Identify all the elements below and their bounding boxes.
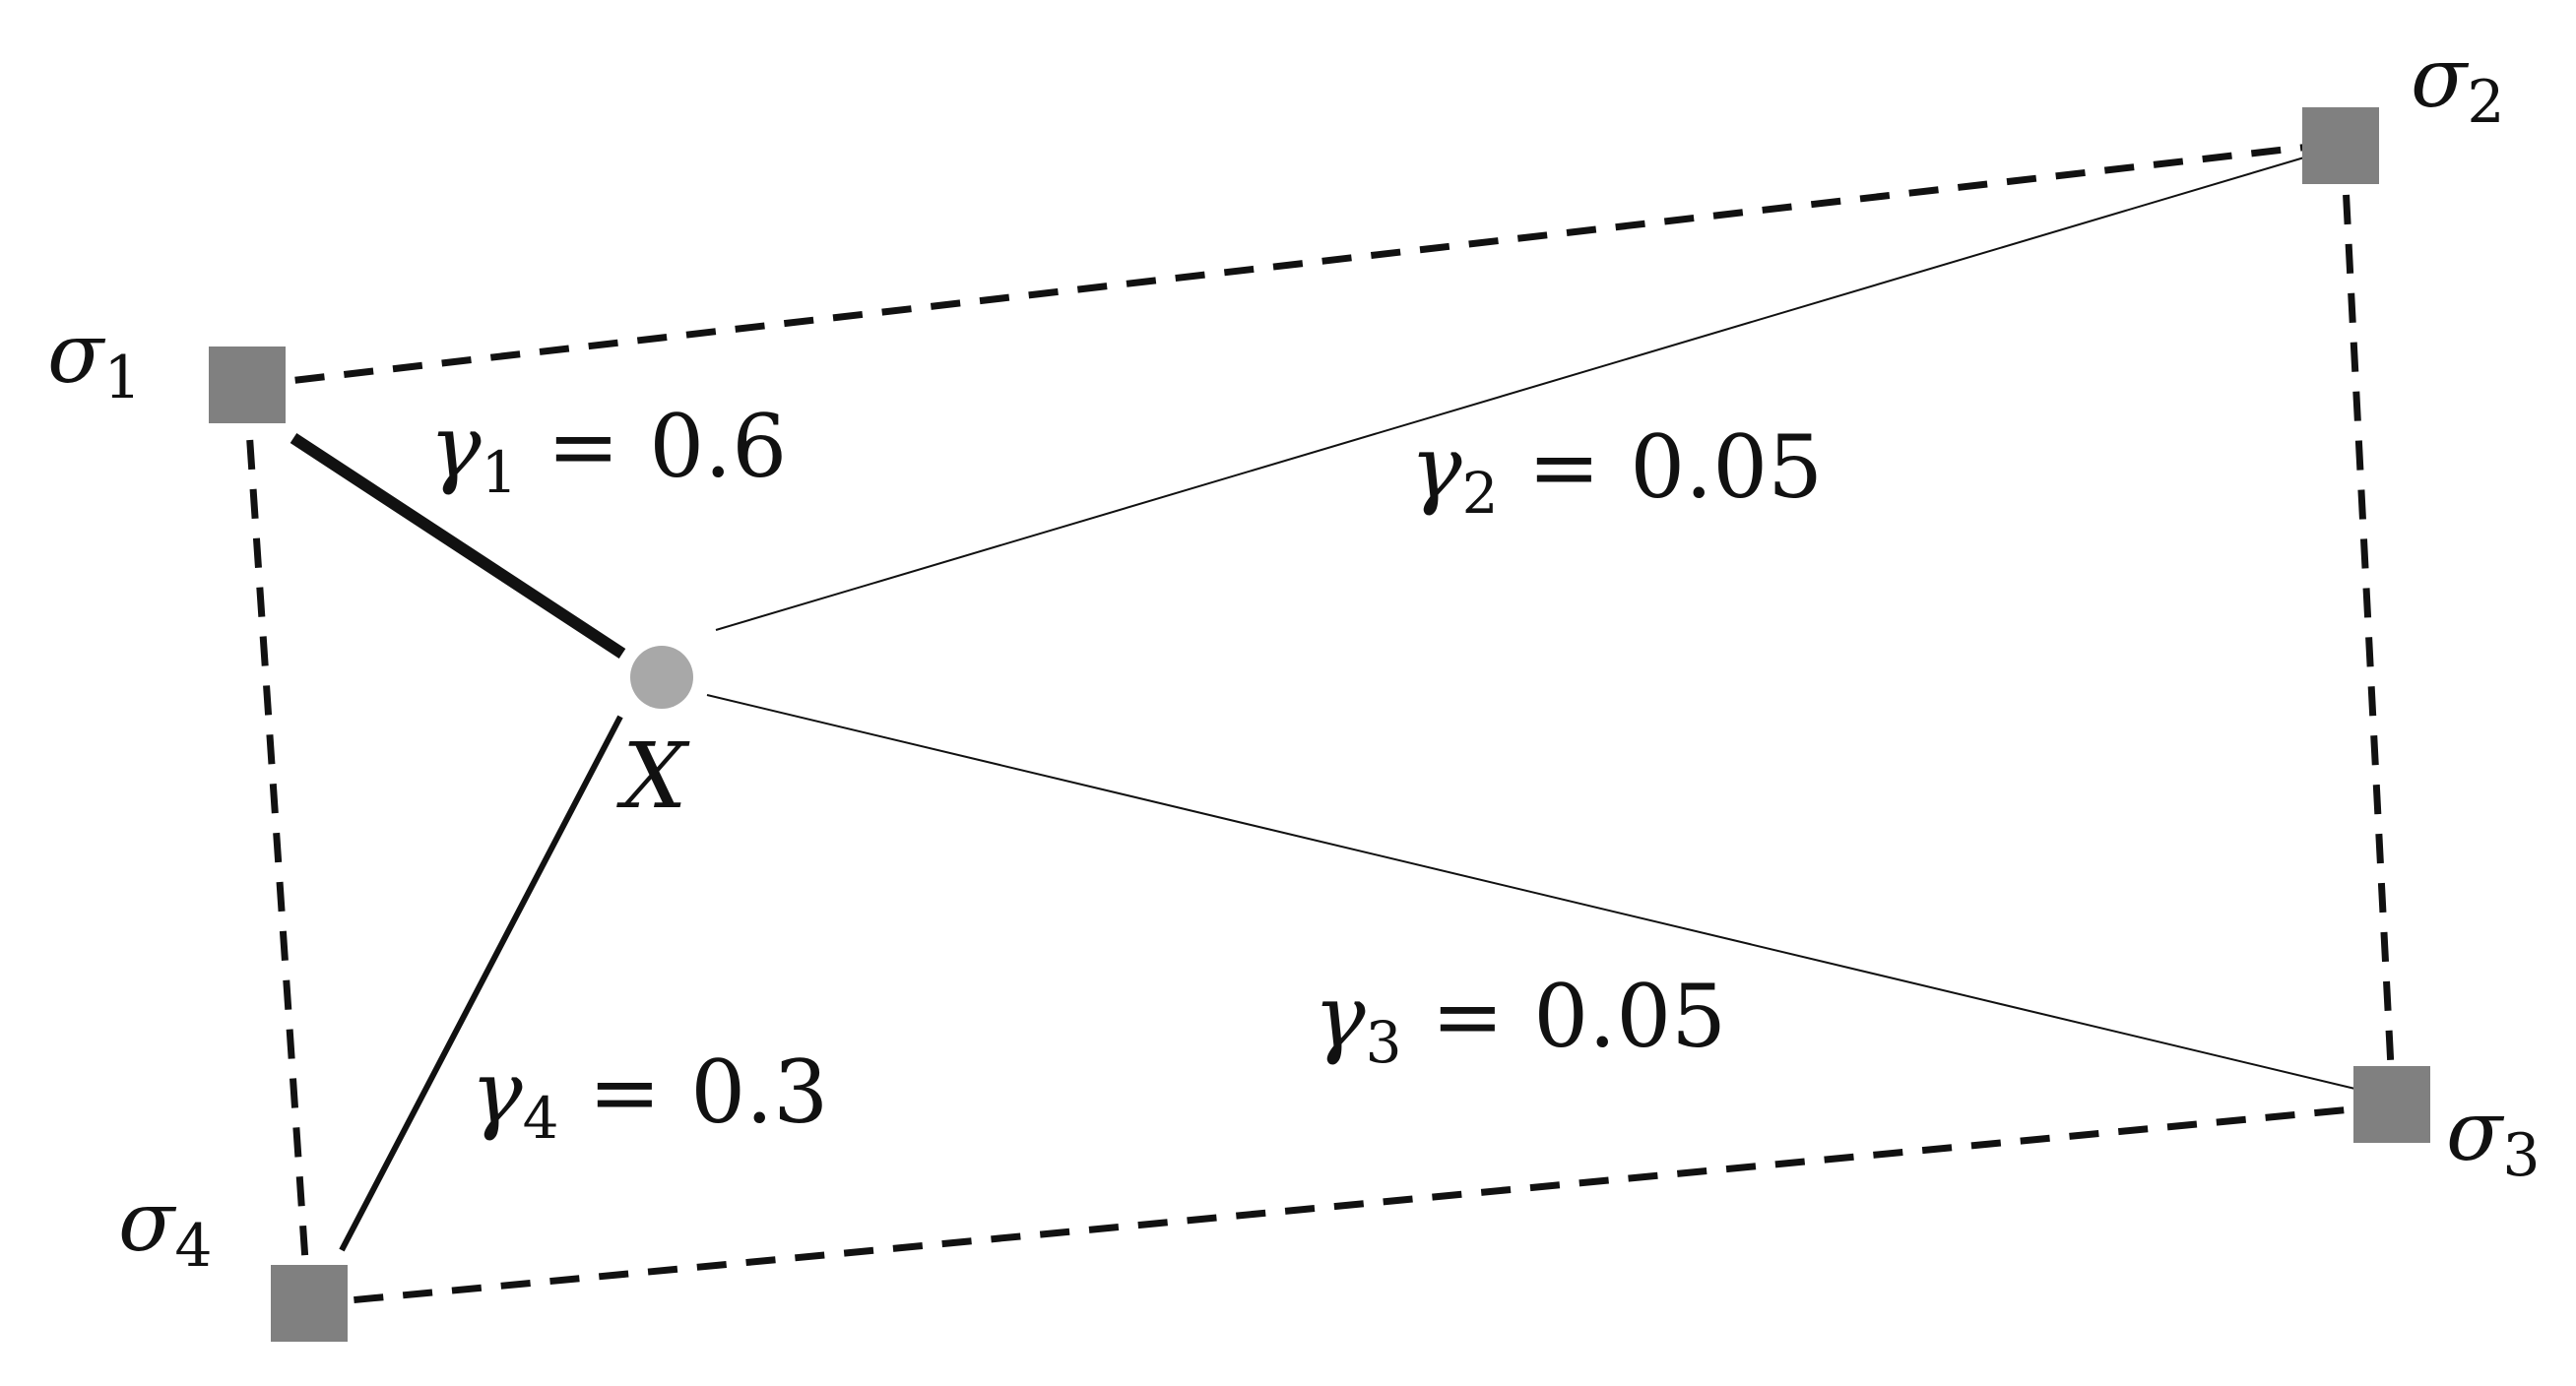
weight-line-1: [290, 432, 626, 660]
weight-label-4-index: 4: [523, 1085, 559, 1152]
vertex-label-s1-index: 1: [103, 344, 141, 412]
weight-line-2: [715, 157, 2305, 631]
outer-quadrilateral: [242, 139, 2397, 1308]
vertex-s2-marker: [2302, 107, 2379, 184]
vertex-markers: [209, 107, 2430, 1342]
weight-label-3-eq: =: [1432, 966, 1505, 1067]
weight-label-2-value: 0.05: [1630, 416, 1823, 518]
vertex-s1-marker: [209, 346, 286, 423]
center-label-x: X: [616, 724, 690, 829]
vertex-label-s3: σ3: [2446, 1083, 2541, 1190]
edge-s2-s3: [2340, 145, 2397, 1106]
weight-label-3-value: 0.05: [1533, 966, 1726, 1067]
vertex-label-s1: σ1: [47, 305, 142, 412]
weight-label-3-symbol: γ: [1314, 966, 1366, 1067]
vertex-s4-marker: [271, 1265, 348, 1342]
weight-label-2-index: 2: [1462, 460, 1499, 527]
vertex-label-s4-index: 4: [174, 1212, 212, 1281]
weight-label-4-symbol: γ: [471, 1041, 523, 1143]
vertex-label-s2-index: 2: [2467, 68, 2504, 137]
vertex-label-s3-symbol: σ: [2446, 1083, 2505, 1179]
weight-label-2-eq: =: [1528, 416, 1601, 518]
weight-label-3: γ3 = 0.05: [1314, 966, 1726, 1076]
weight-label-2-symbol: γ: [1410, 416, 1462, 518]
weight-label-1-value: 0.6: [649, 396, 787, 497]
edge-s4-s1: [242, 385, 312, 1305]
weight-label-1: γ1 = 0.6: [429, 396, 787, 506]
vertex-s3-marker: [2353, 1066, 2430, 1143]
weight-label-4-value: 0.3: [690, 1041, 828, 1143]
vertex-label-s2: σ2: [2411, 30, 2505, 137]
edge-s3-s4: [307, 1102, 2394, 1308]
vertex-label-s4: σ4: [118, 1173, 213, 1281]
weight-label-3-index: 3: [1366, 1009, 1402, 1076]
weight-line-3: [706, 694, 2364, 1092]
weight-label-2: γ2 = 0.05: [1410, 416, 1823, 527]
weight-label-4: γ4 = 0.3: [471, 1041, 828, 1152]
vertex-label-s4-symbol: σ: [118, 1173, 177, 1270]
center-point-x: [630, 646, 693, 709]
weight-line-4: [339, 715, 623, 1252]
vertex-label-s2-symbol: σ: [2411, 30, 2470, 126]
weight-label-1-eq: =: [547, 396, 620, 497]
vertex-label-s3-index: 3: [2502, 1121, 2540, 1190]
edge-s1-s2: [245, 139, 2345, 390]
vertex-label-s1-symbol: σ: [47, 305, 106, 402]
weight-label-4-eq: =: [589, 1041, 662, 1143]
weight-label-1-symbol: γ: [429, 396, 482, 497]
weight-label-1-index: 1: [482, 439, 518, 506]
weight-lines: [290, 157, 2364, 1252]
